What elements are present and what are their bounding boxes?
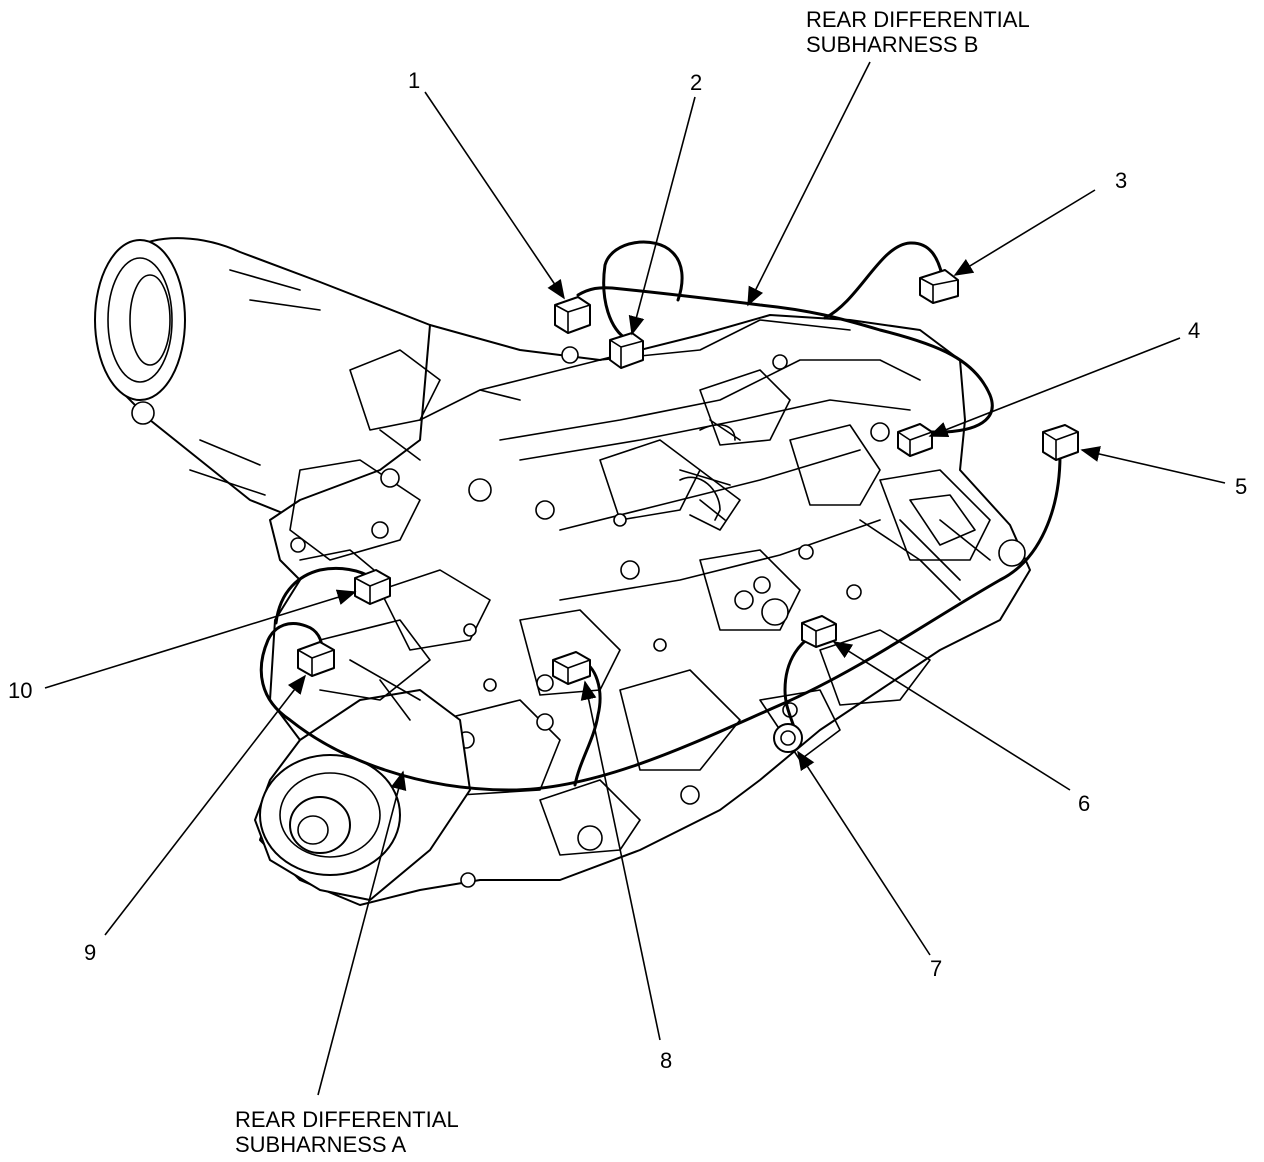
subharness-a-wire	[259, 453, 1062, 792]
breather-tube	[679, 424, 736, 521]
leader-2	[628, 96, 696, 336]
leader-5	[1080, 446, 1226, 484]
leader-1	[424, 91, 565, 300]
callout-8: 8	[660, 1048, 673, 1073]
leader-8	[580, 680, 661, 1041]
leader-9	[104, 674, 306, 936]
leader-10	[44, 589, 357, 689]
connector-4	[897, 423, 933, 457]
subharness-b-branch-3	[823, 241, 944, 320]
caption-subharness-a: REAR DIFFERENTIAL SUBHARNESS A	[235, 1107, 459, 1157]
subharness-a-loop-8	[573, 658, 602, 787]
callout-4: 4	[1188, 318, 1201, 343]
sensor-7	[773, 723, 803, 753]
callout-10: 10	[8, 678, 33, 703]
connector-5	[1042, 424, 1079, 461]
callout-5: 5	[1235, 474, 1248, 499]
connector-9	[297, 641, 335, 677]
callout-6: 6	[1078, 791, 1091, 816]
caption-subharness-a-line1: REAR DIFFERENTIAL	[235, 1107, 459, 1132]
leader-subharness-b	[747, 61, 871, 307]
connector-1	[554, 296, 591, 334]
callout-3: 3	[1115, 168, 1128, 193]
caption-subharness-b-line2: SUBHARNESS B	[806, 32, 979, 57]
callout-1: 1	[408, 68, 421, 93]
leader-6	[832, 641, 1071, 791]
differential-housing	[94, 237, 1031, 906]
caption-subharness-b-line1: REAR DIFFERENTIAL	[806, 7, 1030, 32]
connector-3	[919, 269, 959, 304]
connector-10	[354, 569, 391, 605]
subharness-b-wire	[576, 286, 994, 434]
subharness-b-loop	[602, 240, 684, 342]
connector-6	[801, 615, 837, 648]
leader-3	[953, 189, 1096, 276]
caption-subharness-a-line2: SUBHARNESS A	[235, 1132, 407, 1157]
leader-4	[928, 337, 1181, 438]
left-flange	[94, 239, 186, 401]
leader-7	[797, 750, 931, 956]
caption-subharness-b: REAR DIFFERENTIAL SUBHARNESS B	[806, 7, 1030, 57]
connector-8	[552, 651, 591, 685]
connector-2	[609, 332, 644, 369]
subharness-a-loop-10	[274, 566, 374, 625]
callout-2: 2	[690, 70, 703, 95]
callout-7: 7	[930, 956, 943, 981]
callout-9: 9	[84, 940, 97, 965]
leader-subharness-a	[317, 770, 407, 1096]
